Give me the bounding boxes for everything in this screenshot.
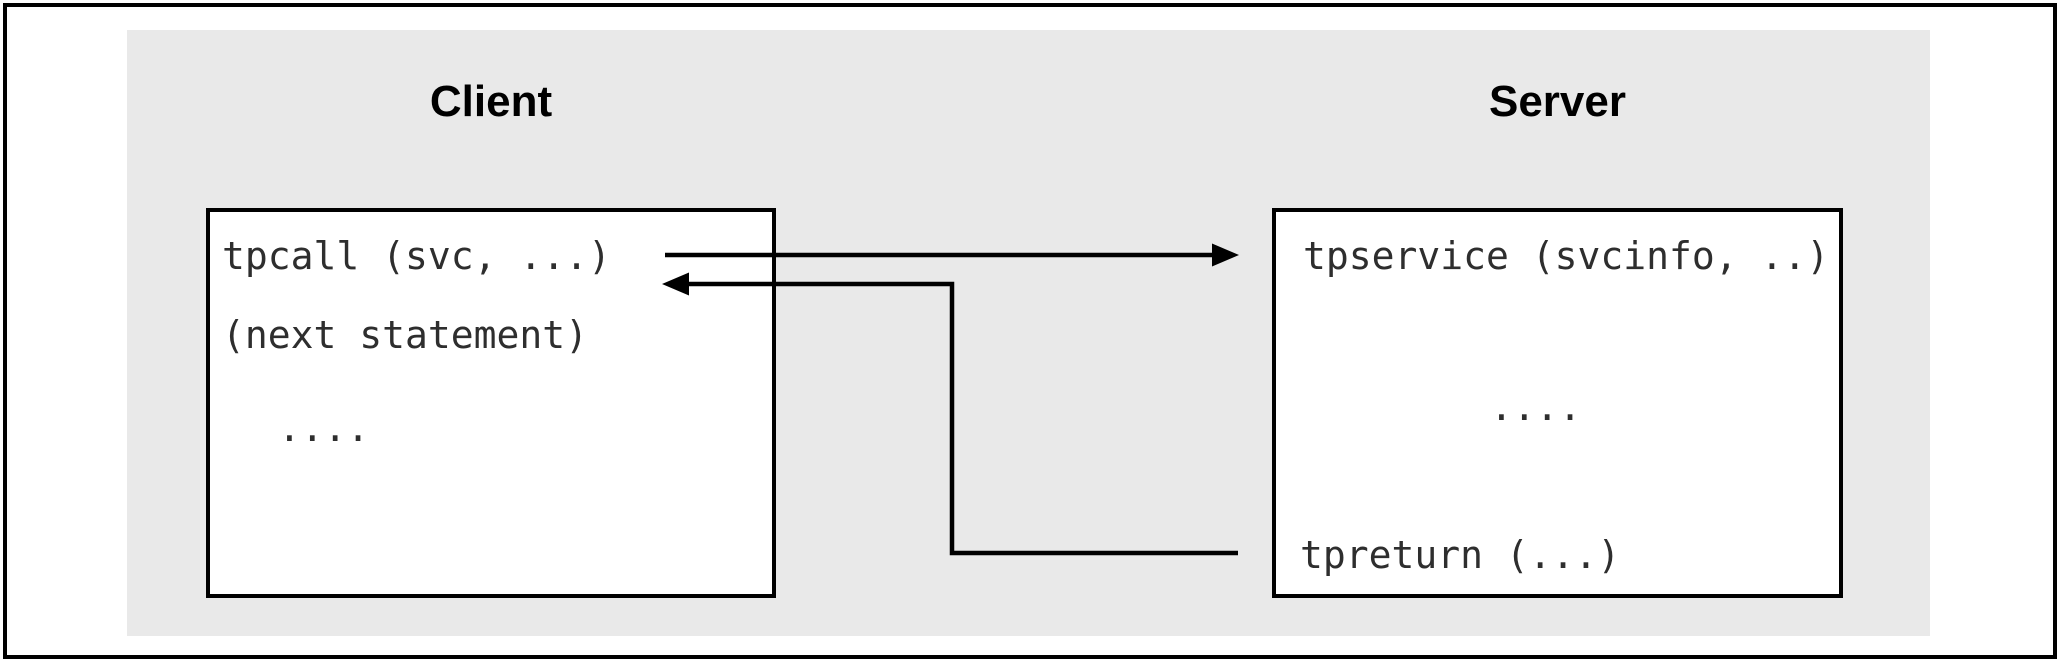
- server-title: Server: [1488, 77, 1626, 126]
- next-statement: (next statement): [222, 313, 589, 357]
- tpcall-statement: tpcall (svc, ...): [222, 234, 611, 278]
- client-title: Client: [429, 77, 553, 126]
- client-ellipsis: ....: [278, 406, 370, 450]
- outer-frame: [3, 3, 2057, 659]
- server-ellipsis: ....: [1490, 385, 1582, 429]
- tpservice-statement: tpservice (svcinfo, ..): [1303, 234, 1830, 278]
- tpreturn-statement: tpreturn (...): [1300, 533, 1621, 577]
- server-box: [1272, 208, 1843, 598]
